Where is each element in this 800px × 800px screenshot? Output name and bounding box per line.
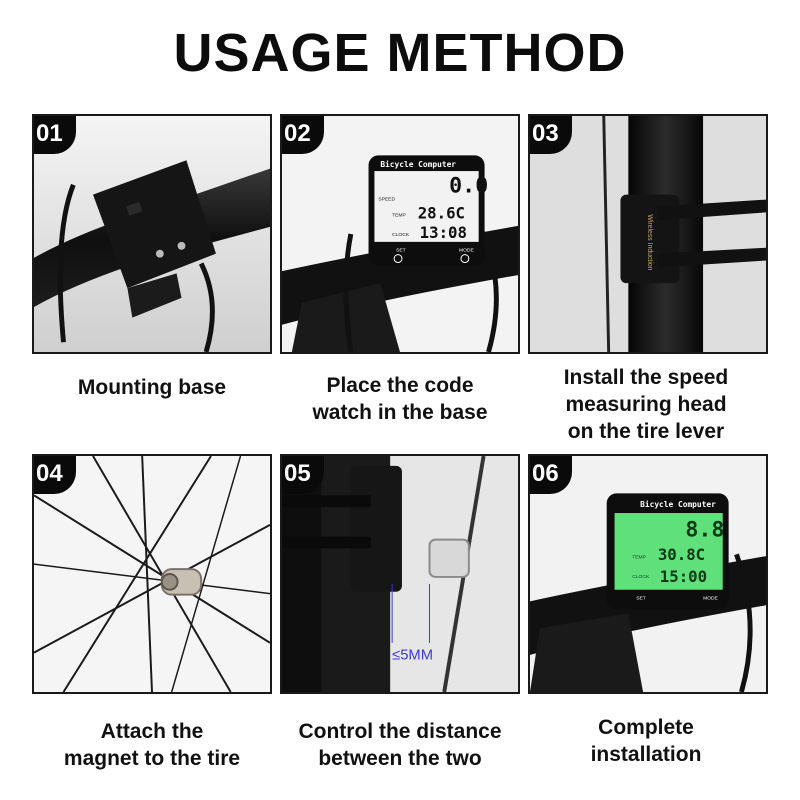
magnet-icon [428,538,470,578]
step-03-caption: Install the speed measuring head on the … [563,366,729,443]
step-number-badge: 02 [282,116,324,154]
installed-computer-illustration: Bicycle Computer 8.8 30.8C 15:00 TEMP CL… [530,456,766,692]
step-number-badge: 03 [530,116,572,154]
mode-label: MODE [459,248,474,254]
speed-label: SPEED [378,197,395,203]
step-03-photo: 03 Wireless Induction [528,114,768,354]
mode-label: MODE [703,596,718,602]
temp-readout: 28.6C [418,203,465,222]
speed-readout: 8.8 [685,518,724,543]
sensor-on-fork-illustration: Wireless Induction [530,116,766,352]
step-06-caption: Complete installation [590,716,702,766]
step-number-badge: 04 [34,456,76,494]
step-04-photo: 04 [32,454,272,694]
step-01-caption: Mounting base [77,376,227,399]
step-02-caption: Place the code watch in the base [312,374,488,424]
device-brand-text: Bicycle Computer [640,499,716,509]
step-05-caption: Control the distance between the two [298,720,502,770]
mounting-base-illustration [34,116,270,352]
step-number-badge: 05 [282,456,324,494]
clock-readout: 13:08 [420,223,467,242]
temp-label: TEMP [392,212,406,218]
clock-label: CLOCK [632,574,650,580]
temp-label: TEMP [632,554,646,560]
step-04-caption: Attach the magnet to the tire [63,720,241,770]
set-label: SET [396,248,406,254]
step-number-badge: 01 [34,116,76,154]
step-06-photo: 06 Bicycle Computer 8.8 30.8C 15:00 TEMP… [528,454,768,694]
temp-readout: 30.8C [658,545,705,564]
step-02-photo: 02 Bicycle Computer 0.0 SPEED 28.6C TEMP… [280,114,520,354]
speed-readout: 0.0 [449,174,488,199]
magnet-on-spoke-illustration [34,456,270,692]
watch-in-base-illustration: Bicycle Computer 0.0 SPEED 28.6C TEMP 13… [282,116,518,352]
sensor-distance-illustration: ≤5MM [282,456,518,692]
distance-label: ≤5MM [392,648,433,664]
device-brand-text: Bicycle Computer [380,159,456,169]
mode-button-icon [460,254,470,264]
set-label: SET [636,596,646,602]
page-title: USAGE METHOD [173,23,627,83]
set-button-icon [393,254,403,264]
clock-readout: 15:00 [660,567,707,586]
step-number-badge: 06 [530,456,572,494]
step-01-photo: 01 [32,114,272,354]
sensor-label: Wireless Induction [646,214,653,270]
clock-label: CLOCK [392,232,410,238]
step-05-photo: 05 ≤5MM [280,454,520,694]
